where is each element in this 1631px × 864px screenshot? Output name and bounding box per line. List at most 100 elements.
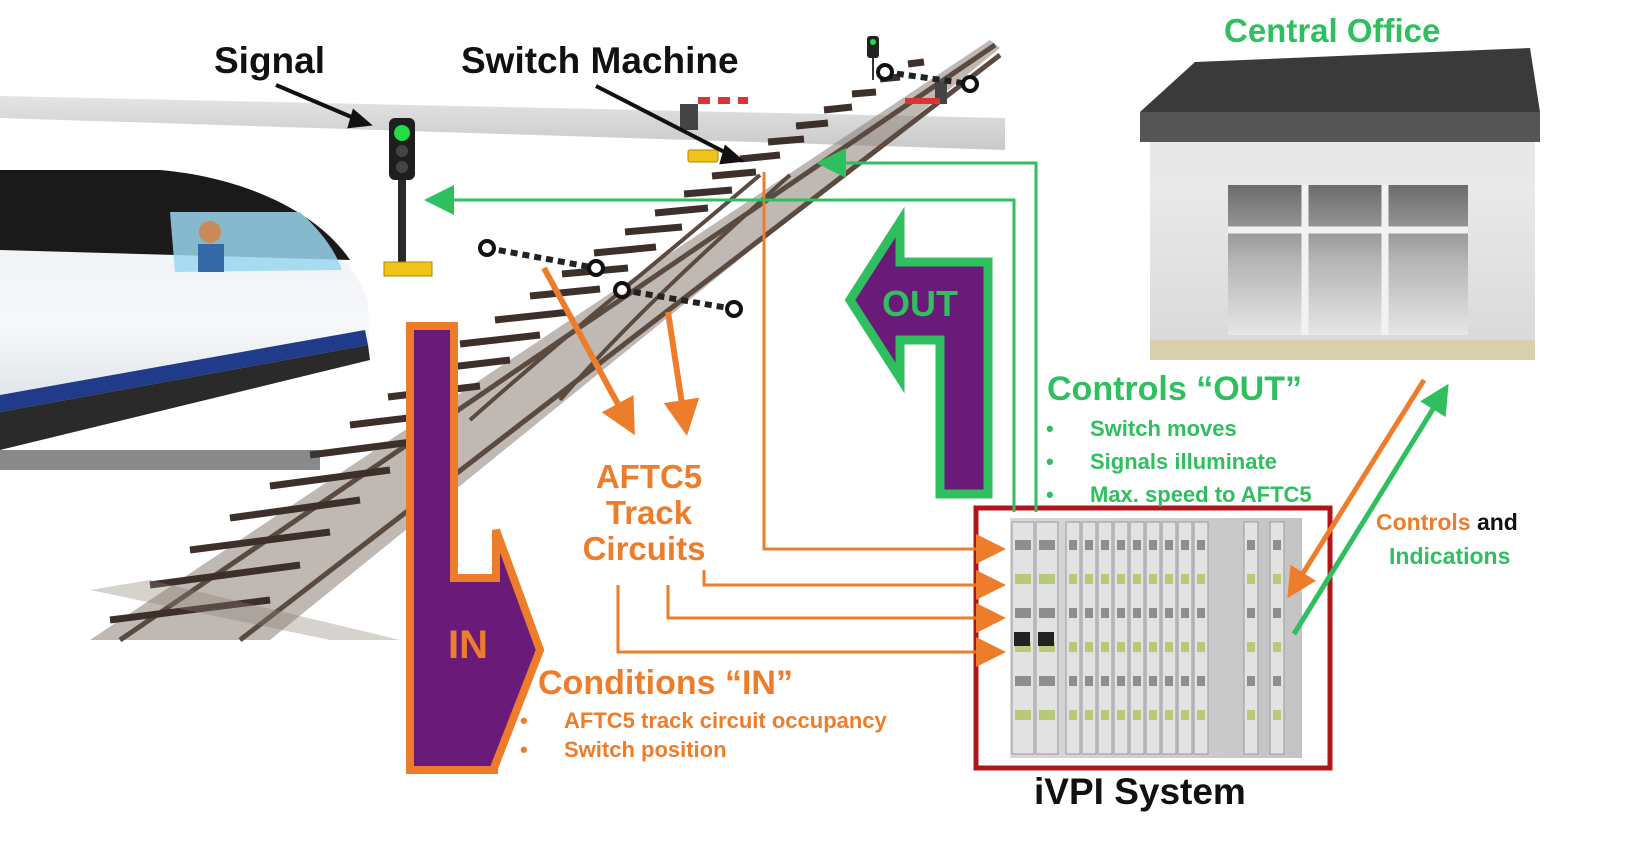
rack-indicator (1197, 608, 1205, 618)
rack-indicator (1069, 608, 1077, 618)
controls-out-item: Max. speed to AFTC5 (1046, 478, 1312, 511)
rack-indicator (1273, 642, 1281, 652)
switch-machine-icon (687, 149, 719, 163)
rack-indicator (1247, 676, 1255, 686)
rack-indicator (1273, 608, 1281, 618)
rack-indicator (1165, 710, 1173, 720)
indications-label: Indications (1389, 543, 1511, 569)
rack-indicator (1101, 574, 1109, 584)
rack-indicator (1149, 710, 1157, 720)
ivpi-system-label: iVPI System (1034, 771, 1246, 812)
rack-indicator (1069, 540, 1077, 550)
rack-indicator (1069, 676, 1077, 686)
track-circuit-arrows (541, 266, 700, 436)
rack-indicator (1149, 676, 1157, 686)
rack-indicator (1247, 710, 1255, 720)
rack-indicator (1015, 608, 1031, 618)
out-arrow (844, 206, 993, 499)
rack-indicator (1117, 676, 1125, 686)
controls-word: Controls (1376, 509, 1471, 535)
rack-port (1014, 632, 1030, 646)
rack-indicator (1085, 574, 1093, 584)
out-arrow-label: OUT (882, 283, 958, 324)
rack-indicator (1181, 676, 1189, 686)
rack-indicator (1133, 642, 1141, 652)
conditions-in-list: AFTC5 track circuit occupancy Switch pos… (520, 706, 887, 764)
rack-indicator (1133, 676, 1141, 686)
rack-indicator (1165, 608, 1173, 618)
rack-indicator (1247, 608, 1255, 618)
rack-indicator (1117, 710, 1125, 720)
rack-indicator (1165, 642, 1173, 652)
rack-indicator (1069, 642, 1077, 652)
output-lines (424, 148, 1038, 512)
rack-indicator (1133, 574, 1141, 584)
rack-indicator (1273, 540, 1281, 550)
rack-indicator (1117, 574, 1125, 584)
road (0, 96, 1005, 150)
rack-indicator (1085, 540, 1093, 550)
rack-indicator (1039, 676, 1055, 686)
rack-indicator (1181, 608, 1189, 618)
rack-indicator (1165, 574, 1173, 584)
rack-indicator (1149, 642, 1157, 652)
rack-indicator (1015, 642, 1031, 652)
rack-indicator (1133, 608, 1141, 618)
rack-indicator (1197, 540, 1205, 550)
conditions-in-item: AFTC5 track circuit occupancy (520, 706, 887, 735)
rack-indicator (1101, 540, 1109, 550)
rack-indicator (1117, 608, 1125, 618)
rack-indicator (1085, 608, 1093, 618)
rack-indicator (1015, 676, 1031, 686)
rack-indicator (1039, 642, 1055, 652)
controls-out-title: Controls “OUT” (1047, 370, 1302, 408)
rack-indicator (1181, 540, 1189, 550)
rack-indicator (1069, 710, 1077, 720)
rack-indicator (1181, 574, 1189, 584)
rack-indicator (1039, 574, 1055, 584)
rack-indicator (1247, 642, 1255, 652)
central-office-label: Central Office (1224, 12, 1441, 49)
rack-indicator (1273, 710, 1281, 720)
controls-out-list: Switch moves Signals illuminate Max. spe… (1046, 412, 1312, 511)
rack-indicator (1133, 710, 1141, 720)
rack-indicator (1117, 540, 1125, 550)
rack-indicator (1015, 574, 1031, 584)
controls-and-label: Controls and (1376, 511, 1518, 534)
input-lines (616, 172, 1006, 667)
rack-indicator (1133, 540, 1141, 550)
rack-indicator (1197, 676, 1205, 686)
rack-indicator (1015, 710, 1031, 720)
rack-port (1038, 632, 1054, 646)
rack-indicator (1273, 676, 1281, 686)
in-arrow (406, 322, 545, 774)
rack-indicator (1039, 608, 1055, 618)
controls-out-item: Switch moves (1046, 412, 1312, 445)
rack-indicator (1015, 540, 1031, 550)
switch-machine-label: Switch Machine (461, 40, 739, 81)
rack-indicator (1069, 574, 1077, 584)
rack-indicator (1039, 710, 1055, 720)
track-circuit-connectors (478, 63, 979, 318)
rack-indicator (1247, 574, 1255, 584)
rack-indicator (1149, 574, 1157, 584)
train-image (0, 170, 370, 470)
rack-indicator (1149, 540, 1157, 550)
rack-indicator (1181, 642, 1189, 652)
signal-icon (383, 118, 433, 277)
rack-indicator (1085, 676, 1093, 686)
track-circuits-line1: AFTC5 (595, 458, 703, 495)
rack-indicator (1247, 540, 1255, 550)
signal-label: Signal (214, 40, 326, 81)
central-office-building (1140, 48, 1540, 360)
track-circuits-line2: Track (605, 494, 693, 531)
rack-indicator (1085, 710, 1093, 720)
rack-indicator (1165, 676, 1173, 686)
rack-indicator (1101, 710, 1109, 720)
rack-indicator (1101, 676, 1109, 686)
track-rails (90, 40, 1002, 643)
ivpi-rack (1010, 518, 1302, 758)
rack-indicator (1181, 710, 1189, 720)
track-circuits-label: AFTC5 Track Circuits (582, 459, 716, 567)
